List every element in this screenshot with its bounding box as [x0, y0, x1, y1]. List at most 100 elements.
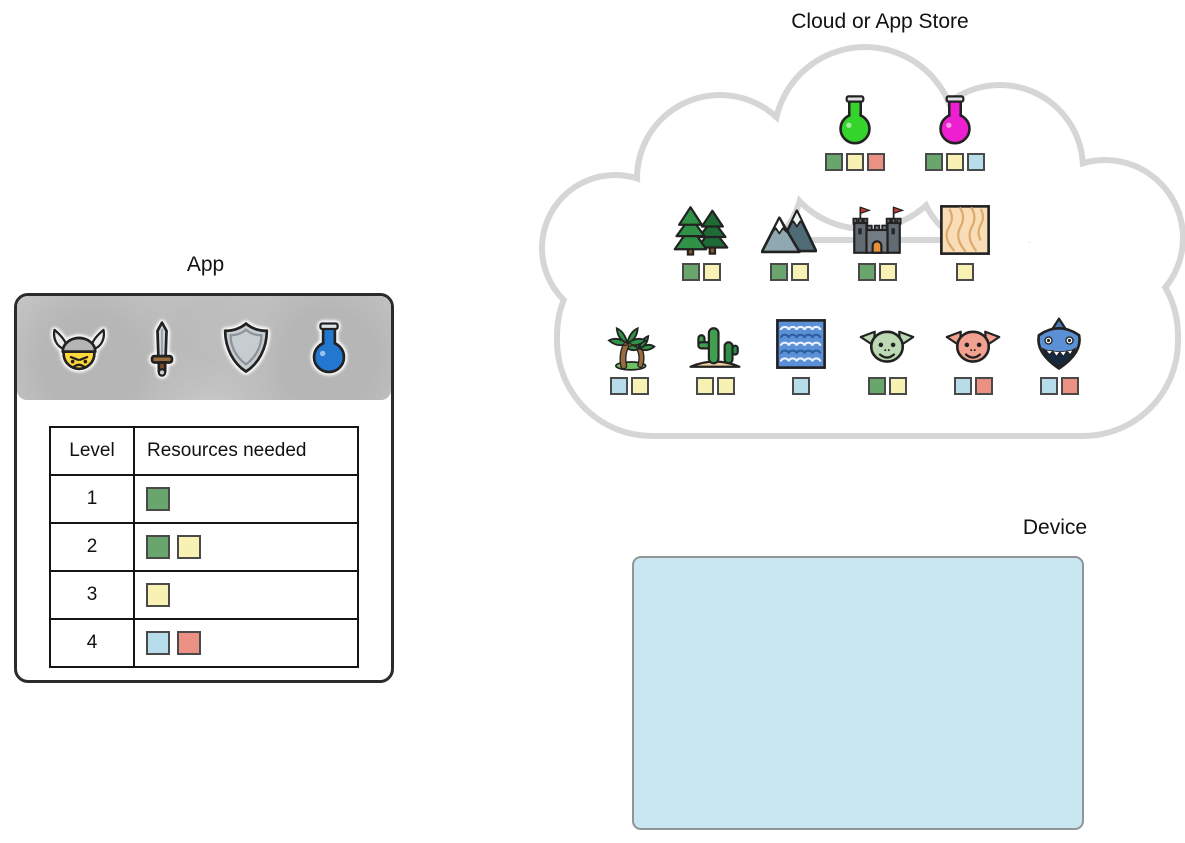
resource-square-yellow: [888, 377, 907, 395]
shark-icon: [1031, 316, 1087, 372]
resources-cell: [133, 522, 359, 572]
viking-helmet-icon: [50, 319, 108, 377]
castle-icon: [849, 202, 905, 258]
water-icon: [773, 316, 829, 372]
magenta-flask-icon: [927, 92, 983, 148]
resource-cost-row: [857, 263, 897, 281]
resource-square-red: [867, 153, 885, 171]
device-box: [632, 556, 1084, 830]
cloud-asset: [840, 202, 914, 281]
level-cell: 4: [49, 618, 135, 668]
mountains-icon: [761, 202, 817, 258]
table-row: 2: [49, 522, 359, 572]
resource-cost-row: [681, 263, 721, 281]
resources-column-header: Resources needed: [133, 426, 359, 476]
resource-square-yellow: [956, 263, 974, 281]
cactus-icon: [687, 316, 743, 372]
resources-cell: [133, 618, 359, 668]
table-row: 1: [49, 474, 359, 524]
resource-cost-row: [695, 377, 735, 395]
resource-square-yellow: [716, 377, 735, 395]
resource-square-yellow: [177, 535, 201, 559]
resource-cost-row: [1039, 377, 1079, 395]
resource-square-yellow: [630, 377, 649, 395]
resources-cell: [133, 570, 359, 620]
resource-square-green: [146, 535, 170, 559]
resource-cost-row: [867, 377, 907, 395]
resource-square-yellow: [878, 263, 897, 281]
table-header-row: Level Resources needed: [49, 426, 359, 476]
resource-cost-row: [136, 487, 356, 511]
level-cell: 1: [49, 474, 135, 524]
red-goblin-icon: [945, 316, 1001, 372]
resource-square-red: [1060, 377, 1079, 395]
cloud-asset: [678, 316, 752, 395]
cloud-row-1: [820, 92, 990, 171]
resource-cost-row: [136, 535, 356, 559]
device-label: Device: [1022, 516, 1088, 539]
resource-square-blue: [953, 377, 972, 395]
cloud-label: Cloud or App Store: [791, 10, 969, 33]
resource-square-yellow: [695, 377, 714, 395]
resource-square-yellow: [790, 263, 809, 281]
resource-square-green: [146, 487, 170, 511]
resource-square-green: [769, 263, 788, 281]
resources-cell: [133, 474, 359, 524]
cloud-asset: [920, 92, 990, 171]
resource-square-red: [177, 631, 201, 655]
green-flask-icon: [827, 92, 883, 148]
resource-cost-row: [956, 263, 974, 281]
resource-square-yellow: [846, 153, 864, 171]
resource-cost-row: [825, 153, 885, 171]
cloud-asset: [1022, 316, 1096, 395]
app-header: [17, 296, 391, 400]
green-goblin-icon: [859, 316, 915, 372]
resource-square-green: [857, 263, 876, 281]
table-row: 4: [49, 618, 359, 668]
resource-cost-row: [769, 263, 809, 281]
table-row: 3: [49, 570, 359, 620]
cloud-asset: [592, 316, 666, 395]
cloud-asset: [664, 202, 738, 281]
cloud-asset: [850, 316, 924, 395]
resource-square-yellow: [702, 263, 721, 281]
cloud-asset: [936, 316, 1010, 395]
level-cell: 3: [49, 570, 135, 620]
resource-square-green: [681, 263, 700, 281]
resource-square-blue: [1039, 377, 1058, 395]
resource-square-green: [825, 153, 843, 171]
resource-cost-row: [136, 583, 356, 607]
resource-square-blue: [792, 377, 810, 395]
cloud-asset: [764, 316, 838, 395]
app-label: App: [186, 253, 225, 276]
resource-square-blue: [609, 377, 628, 395]
blue-flask-icon: [300, 319, 358, 377]
resource-square-blue: [146, 631, 170, 655]
sword-icon: [133, 319, 191, 377]
resource-square-red: [974, 377, 993, 395]
level-column-header: Level: [49, 426, 135, 476]
resource-cost-row: [136, 631, 356, 655]
resource-square-yellow: [946, 153, 964, 171]
resource-cost-row: [953, 377, 993, 395]
resource-cost-row: [925, 153, 985, 171]
sand-icon: [937, 202, 993, 258]
pine-trees-icon: [673, 202, 729, 258]
resource-square-green: [867, 377, 886, 395]
resource-cost-row: [609, 377, 649, 395]
cloud-asset: [752, 202, 826, 281]
cloud-asset: [928, 202, 1002, 281]
resource-cost-row: [792, 377, 810, 395]
resource-square-green: [925, 153, 943, 171]
level-cell: 2: [49, 522, 135, 572]
cloud-row-2: [664, 202, 1002, 281]
palm-trees-icon: [601, 316, 657, 372]
resource-square-yellow: [146, 583, 170, 607]
shield-icon: [217, 319, 275, 377]
cloud-asset: [820, 92, 890, 171]
resource-square-blue: [967, 153, 985, 171]
